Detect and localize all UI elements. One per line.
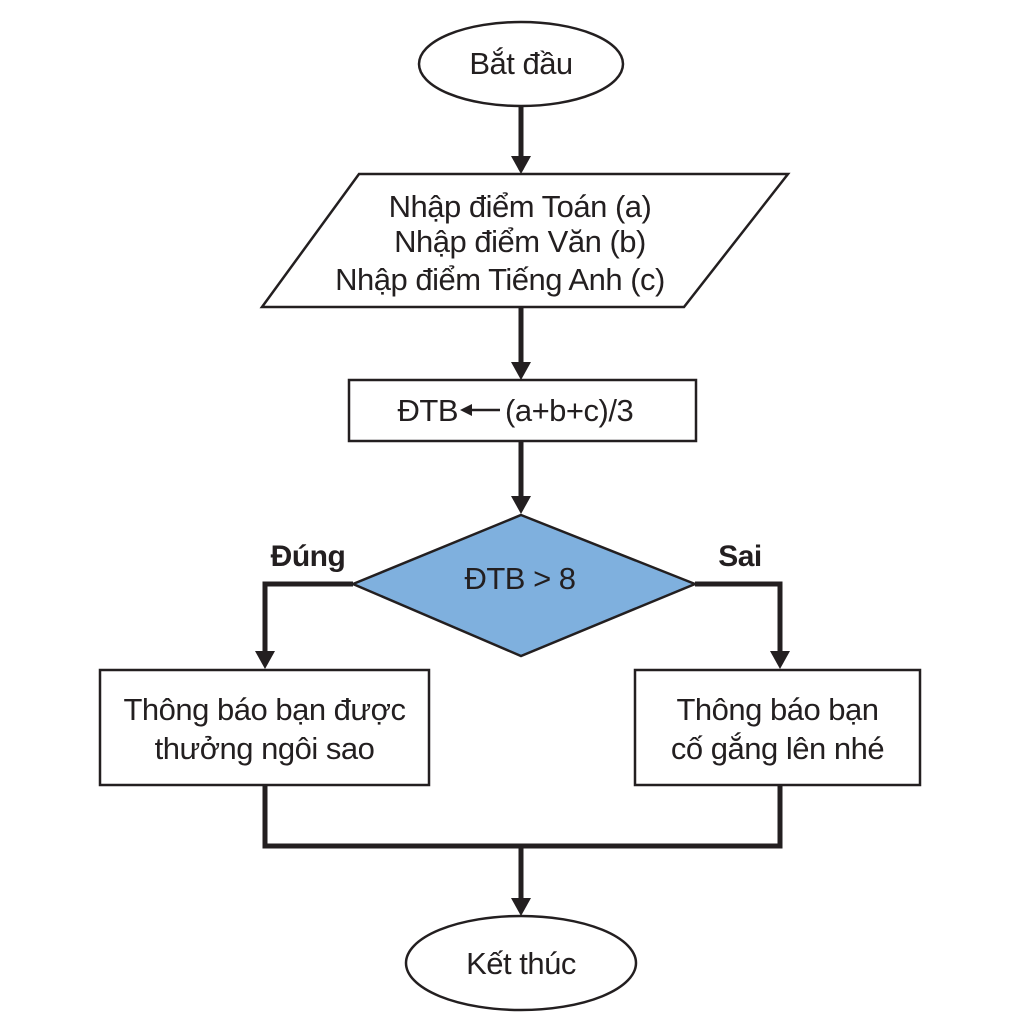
input-line-3: Nhập điểm Tiếng Anh (c) xyxy=(335,262,665,297)
arrowhead xyxy=(511,496,531,514)
arrowhead xyxy=(255,651,275,669)
false-branch-line xyxy=(695,581,783,664)
process-expression: (a+b+c)/3 xyxy=(505,393,634,428)
true-action-box xyxy=(98,668,431,787)
input-parallelogram xyxy=(259,172,791,309)
arrowhead xyxy=(511,362,531,380)
merge-line xyxy=(262,785,783,849)
false-action-line-2: cố gắng lên nhé xyxy=(670,731,885,766)
process-variable: ĐTB xyxy=(397,393,459,428)
decision-diamond xyxy=(349,513,699,658)
arrowhead xyxy=(511,156,531,174)
true-branch-line xyxy=(262,581,353,664)
assign-arrowhead xyxy=(460,404,472,416)
condition-label: ĐTB > 8 xyxy=(464,561,576,596)
input-line-1: Nhập điểm Toán (a) xyxy=(388,189,652,224)
start-label: Bắt đầu xyxy=(469,46,573,81)
branch-true-label: Đúng xyxy=(270,540,346,573)
arrowhead xyxy=(770,651,790,669)
false-action-box xyxy=(633,668,922,787)
branch-false-label: Sai xyxy=(718,540,762,573)
false-action-line-1: Thông báo bạn xyxy=(676,692,879,727)
end-label: Kết thúc xyxy=(466,946,576,981)
input-line-2: Nhập điểm Văn (b) xyxy=(394,224,646,259)
arrowhead xyxy=(511,898,531,916)
process-box xyxy=(347,378,698,443)
true-action-line-1: Thông báo bạn được xyxy=(123,692,406,727)
true-action-line-2: thưởng ngôi sao xyxy=(154,731,375,766)
end-terminator xyxy=(404,914,638,1012)
